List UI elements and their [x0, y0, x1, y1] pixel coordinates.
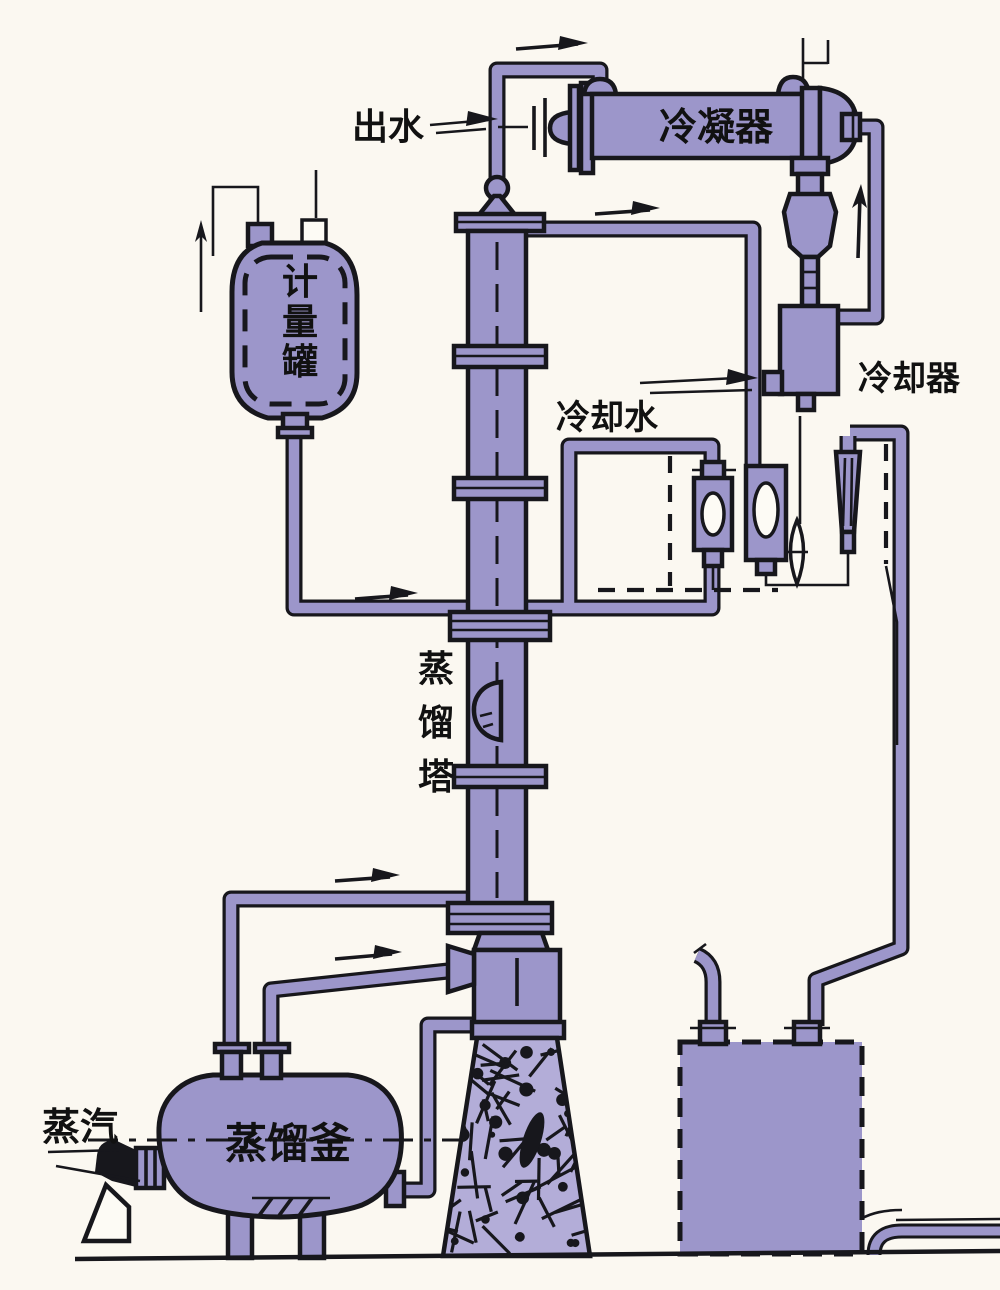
tank-nozzle-right — [300, 218, 328, 246]
measuring-tank-label-3: 罐 — [282, 342, 318, 382]
condenser-shell — [589, 91, 807, 161]
condenser-left-nozzle — [547, 109, 575, 147]
receiving-nozzle-right — [791, 1019, 823, 1047]
cooler-label: 冷却器 — [858, 360, 961, 398]
product-pipe — [807, 424, 910, 1026]
floor-line — [74, 1248, 1000, 1262]
flow-arrow-feed — [389, 586, 418, 600]
flow-arrow-up-right — [852, 184, 867, 208]
cooler-outlet-stub — [795, 391, 817, 413]
rotameter-bottom — [839, 529, 857, 555]
still-kettle: 蒸馏釜 蒸汽 — [42, 1041, 462, 1261]
condenser-left-plate — [567, 83, 582, 173]
condenser: 冷凝器 — [498, 38, 863, 176]
water-outlet-label: 出水 — [352, 107, 425, 147]
sight-glass-b-bottom — [754, 557, 778, 577]
kettle-label: 蒸馏釜 — [225, 1121, 351, 1168]
sight-glass-a-bottom — [701, 547, 725, 569]
sight-glass-a-window — [700, 491, 726, 537]
measuring-tank: 计 量 罐 — [195, 170, 360, 440]
receiving-nozzle-left — [697, 1019, 729, 1047]
column-label-3: 塔 — [418, 757, 455, 797]
sight-glass-b-window — [752, 481, 780, 539]
instrument-lines — [598, 416, 899, 745]
water-out-arrow — [466, 111, 498, 126]
measuring-tank-label-2: 量 — [282, 302, 318, 342]
feed-pipe — [285, 434, 470, 617]
up-arrow-left — [195, 220, 207, 242]
distillation-column — [440, 174, 593, 1259]
receiving-tank-outline — [677, 1039, 865, 1257]
column-label-2: 馏 — [418, 703, 454, 743]
condenser-vapor-inlet-dome — [581, 76, 619, 97]
cooler-inlet-stub — [761, 369, 785, 397]
column-label-1: 蒸 — [418, 649, 454, 689]
measuring-tank-label-1: 计 — [282, 262, 318, 302]
tank-bottom-flange — [275, 425, 315, 440]
flow-arrow-lower — [373, 945, 402, 959]
condenser-right-band — [799, 85, 823, 167]
kettle-hatch — [252, 1196, 330, 1219]
rotameter — [833, 449, 863, 535]
receiving-tank — [677, 942, 865, 1257]
steam-trap-cover — [80, 1181, 132, 1244]
measuring-tank-body — [229, 240, 360, 421]
instrument-row — [691, 449, 863, 589]
column-bottom-neck — [470, 930, 552, 953]
steam-label: 蒸汽 — [42, 1107, 118, 1149]
cooling-water-label: 冷却水 — [556, 399, 659, 437]
separator-vessel — [781, 191, 839, 260]
separator-neck — [789, 155, 831, 177]
condenser-label: 冷凝器 — [659, 107, 774, 149]
cooler-block — [777, 303, 841, 397]
thermowell — [471, 679, 504, 743]
funnel-nozzle — [445, 942, 477, 996]
gauge-connector — [764, 552, 850, 587]
column-bottom-flange — [469, 1019, 567, 1041]
flow-arrow-return — [371, 868, 400, 882]
separator-stem — [799, 254, 821, 309]
flow-arrow-top — [558, 36, 588, 50]
column-flanges — [445, 343, 555, 936]
floor-pipe-line — [895, 1217, 1000, 1222]
kettle-nozzle-2 — [259, 1049, 284, 1081]
level-line — [884, 565, 899, 745]
receiving-tank-fill — [680, 1042, 862, 1254]
cooling-water-loop-pipe — [525, 437, 721, 617]
flow-arrow-cooler — [726, 369, 758, 385]
condenser-outlet-stub — [839, 111, 863, 143]
kettle-nozzle-1 — [219, 1049, 244, 1081]
tank-top-line — [211, 185, 260, 256]
flow-arrows — [334, 36, 867, 961]
measuring-tank-inner-dash — [242, 254, 348, 407]
flow-arrow-upper — [631, 201, 660, 215]
cooler-assembly: 冷却器 — [761, 155, 961, 413]
